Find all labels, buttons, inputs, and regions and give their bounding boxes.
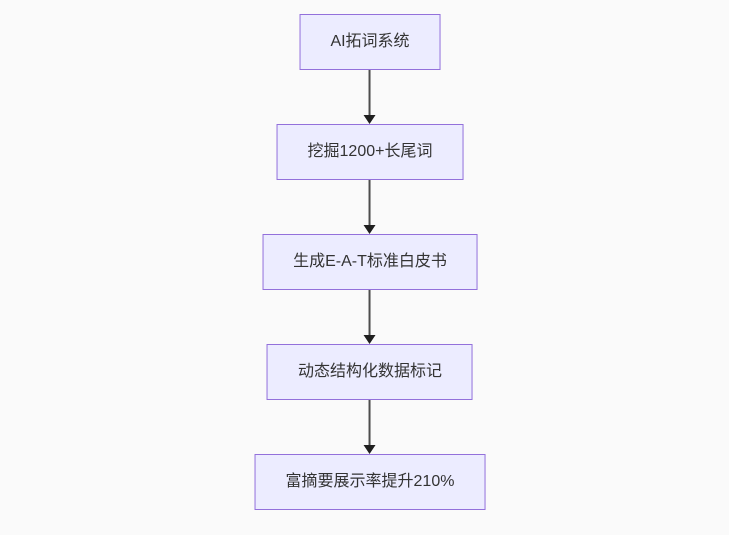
arrowhead-icon <box>364 335 376 344</box>
arrow-down-icon <box>364 180 376 234</box>
arrowhead-icon <box>364 115 376 124</box>
flow-node-eat-whitepaper: 生成E-A-T标准白皮书 <box>262 234 478 290</box>
flow-node-rich-snippet-result: 富摘要展示率提升210% <box>254 454 486 510</box>
node-label: 富摘要展示率提升210% <box>285 473 455 491</box>
arrowhead-icon <box>364 225 376 234</box>
arrow-down-icon <box>364 400 376 454</box>
flow-node-ai-word-system: AI拓词系统 <box>299 14 441 70</box>
arrow-down-icon <box>364 70 376 124</box>
arrow-down-icon <box>364 290 376 344</box>
node-label: 挖掘1200+长尾词 <box>307 143 433 161</box>
arrow-shaft <box>369 290 371 335</box>
flow-node-longtail-keywords: 挖掘1200+长尾词 <box>276 124 464 180</box>
node-label: 动态结构化数据标记 <box>297 363 442 381</box>
arrow-shaft <box>369 180 371 225</box>
flow-node-structured-data: 动态结构化数据标记 <box>266 344 473 400</box>
flowchart-column: AI拓词系统 挖掘1200+长尾词 生成E-A-T标准白皮书 动态结构化数据标记 <box>254 14 486 510</box>
arrow-shaft <box>369 70 371 115</box>
arrow-shaft <box>369 400 371 445</box>
node-label: AI拓词系统 <box>330 33 410 51</box>
arrowhead-icon <box>364 445 376 454</box>
node-label: 生成E-A-T标准白皮书 <box>293 253 447 271</box>
